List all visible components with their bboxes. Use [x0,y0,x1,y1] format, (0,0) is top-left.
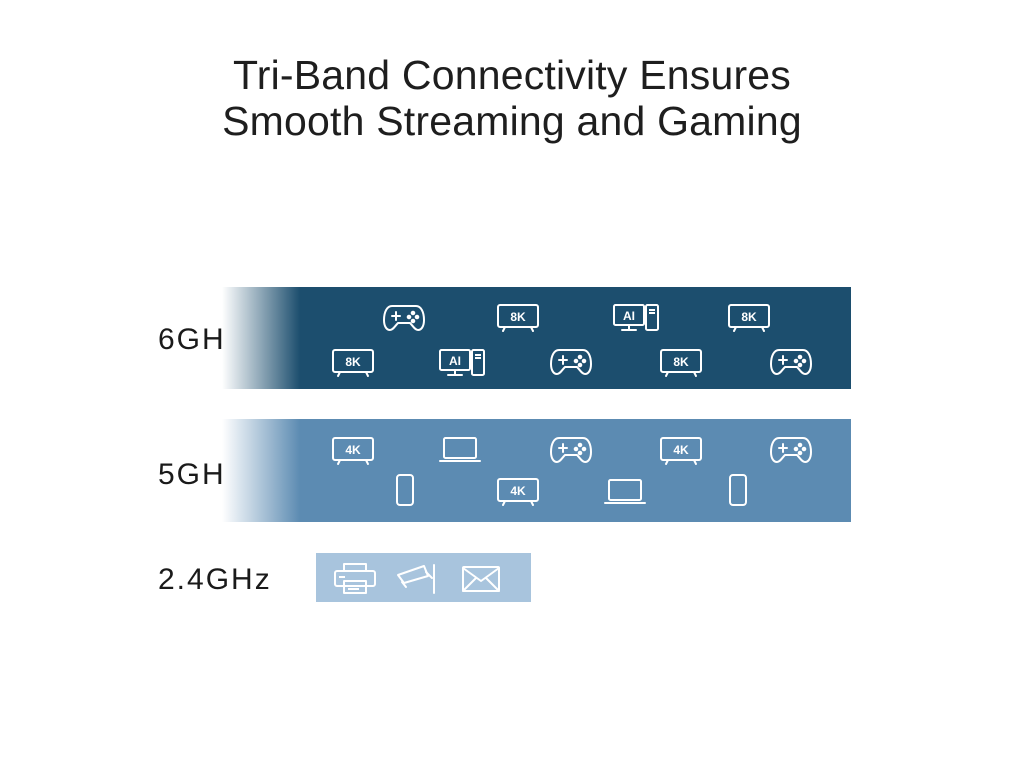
tv-8k-icon: 8K [727,303,771,333]
printer-icon [333,561,377,595]
tv-8k-icon: 8K [331,348,375,378]
band-label-24ghz: 2.4GHz [158,563,272,596]
tv-4k-icon: 4K [659,436,703,466]
phone-icon [395,473,415,507]
title-line-1: Tri-Band Connectivity Ensures [233,52,791,98]
gamepad-icon [549,346,593,376]
svg-text:8K: 8K [741,310,757,324]
laptop-icon [603,478,647,506]
svg-text:4K: 4K [673,443,689,457]
tv-8k-icon: 8K [659,348,703,378]
band-5ghz [222,419,851,522]
title-line-2: Smooth Streaming and Gaming [222,98,802,144]
tv-4k-icon: 4K [496,477,540,507]
security-camera-icon [396,563,440,595]
mail-icon [461,565,501,593]
laptop-icon [438,436,482,464]
svg-text:4K: 4K [510,484,526,498]
gamepad-icon [549,434,593,464]
ai-pc-icon: AI [612,303,660,333]
tv-4k-icon: 4K [331,436,375,466]
svg-text:AI: AI [623,309,635,323]
page-title: Tri-Band Connectivity Ensures Smooth Str… [0,52,1024,144]
ai-pc-icon: AI [438,348,486,378]
svg-text:8K: 8K [345,355,361,369]
svg-text:4K: 4K [345,443,361,457]
gamepad-icon [769,434,813,464]
svg-text:AI: AI [449,354,461,368]
svg-text:8K: 8K [510,310,526,324]
svg-text:8K: 8K [673,355,689,369]
gamepad-icon [769,346,813,376]
phone-icon [728,473,748,507]
tv-8k-icon: 8K [496,303,540,333]
gamepad-icon [382,302,426,332]
